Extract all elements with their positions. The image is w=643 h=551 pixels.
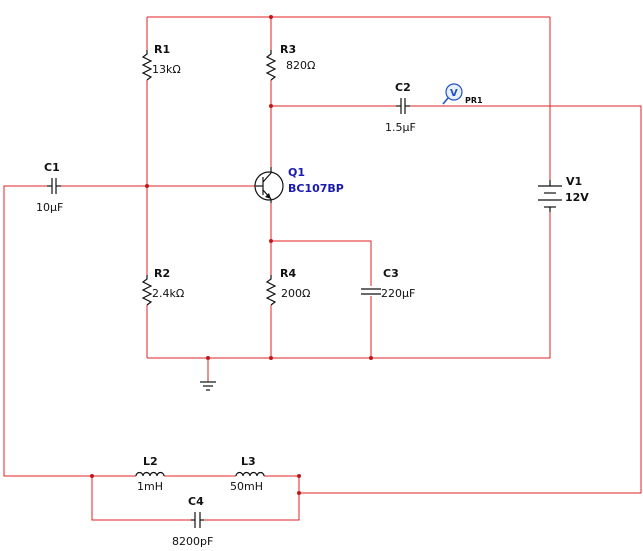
npn-transistor-icon	[254, 167, 284, 203]
capacitor-c4-icon	[191, 512, 204, 528]
resistor-r2-icon	[141, 275, 153, 306]
junction-node	[269, 15, 273, 19]
resistor-r4-icon	[265, 275, 277, 306]
capacitor-c3[interactable]: C3 220µF	[361, 267, 415, 300]
v1-ref: V1	[566, 175, 582, 188]
junction-node	[206, 356, 210, 360]
junction-node	[90, 474, 94, 478]
wire-l3-right[interactable]	[204, 475, 300, 521]
resistor-r2[interactable]: R2 2.4kΩ	[141, 267, 184, 306]
resistor-r1-icon	[141, 50, 153, 81]
wire-c1-tank[interactable]	[3, 185, 136, 477]
probe-glyph: V	[450, 88, 458, 99]
junction-node	[297, 491, 301, 495]
junction-node	[369, 356, 373, 360]
r2-ref: R2	[154, 267, 170, 280]
voltage-probe-pr1[interactable]: V PR1	[442, 83, 483, 105]
inductor-l3-icon	[235, 471, 265, 477]
l3-value: 50mH	[230, 480, 263, 493]
junction-node	[269, 104, 273, 108]
junction-node	[269, 239, 273, 243]
junction-node	[145, 184, 149, 188]
c2-value: 1.5µF	[385, 121, 416, 134]
wire-emitter-c3[interactable]	[271, 240, 372, 286]
r3-value: 820Ω	[286, 59, 315, 72]
wire-c2-output[interactable]	[299, 105, 642, 494]
voltage-probe-icon: V	[442, 83, 463, 105]
r4-value: 200Ω	[281, 287, 310, 300]
battery-icon	[538, 180, 562, 212]
c4-ref: C4	[188, 495, 204, 508]
r2-value: 2.4kΩ	[152, 287, 184, 300]
c1-value: 10µF	[36, 201, 63, 214]
q1-value: BC107BP	[288, 182, 344, 195]
c2-ref: C2	[395, 81, 411, 94]
wires	[3, 16, 642, 521]
transistor-q1[interactable]: Q1 BC107BP	[254, 166, 344, 203]
l3-ref: L3	[241, 455, 256, 468]
c4-value: 8200pF	[172, 535, 213, 548]
ground-icon[interactable]	[200, 381, 216, 391]
l2-value: 1mH	[137, 480, 163, 493]
capacitor-c3-icon	[361, 288, 381, 295]
capacitor-c2[interactable]: C2 1.5µF	[385, 81, 416, 134]
resistor-r4[interactable]: R4 200Ω	[265, 267, 310, 306]
junction-node	[297, 474, 301, 478]
inductor-l2-icon	[135, 471, 165, 477]
capacitor-c4[interactable]: C4 8200pF	[172, 495, 213, 548]
capacitor-c2-icon	[396, 98, 410, 114]
r1-value: 13kΩ	[152, 63, 181, 76]
q1-ref: Q1	[288, 166, 305, 179]
r1-ref: R1	[154, 43, 170, 56]
v1-value: 12V	[565, 191, 589, 204]
resistor-r3[interactable]: R3 820Ω	[265, 43, 315, 81]
c3-ref: C3	[383, 267, 399, 280]
capacitor-c1[interactable]: C1 10µF	[36, 161, 63, 214]
capacitor-c1-icon	[47, 178, 61, 194]
c3-value: 220µF	[381, 287, 415, 300]
junctions	[90, 15, 373, 495]
c1-ref: C1	[44, 161, 60, 174]
resistor-r1[interactable]: R1 13kΩ	[141, 43, 181, 81]
inductor-l3[interactable]: L3 50mH	[230, 455, 265, 493]
voltage-source-v1[interactable]: V1 12V	[538, 175, 589, 212]
r3-ref: R3	[280, 43, 296, 56]
inductor-l2[interactable]: L2 1mH	[135, 455, 165, 493]
r4-ref: R4	[280, 267, 296, 280]
wire-c4-left[interactable]	[91, 476, 191, 521]
l2-ref: L2	[143, 455, 158, 468]
resistor-r3-icon	[265, 50, 277, 81]
junction-node	[269, 356, 273, 360]
pr1-ref: PR1	[465, 96, 483, 105]
